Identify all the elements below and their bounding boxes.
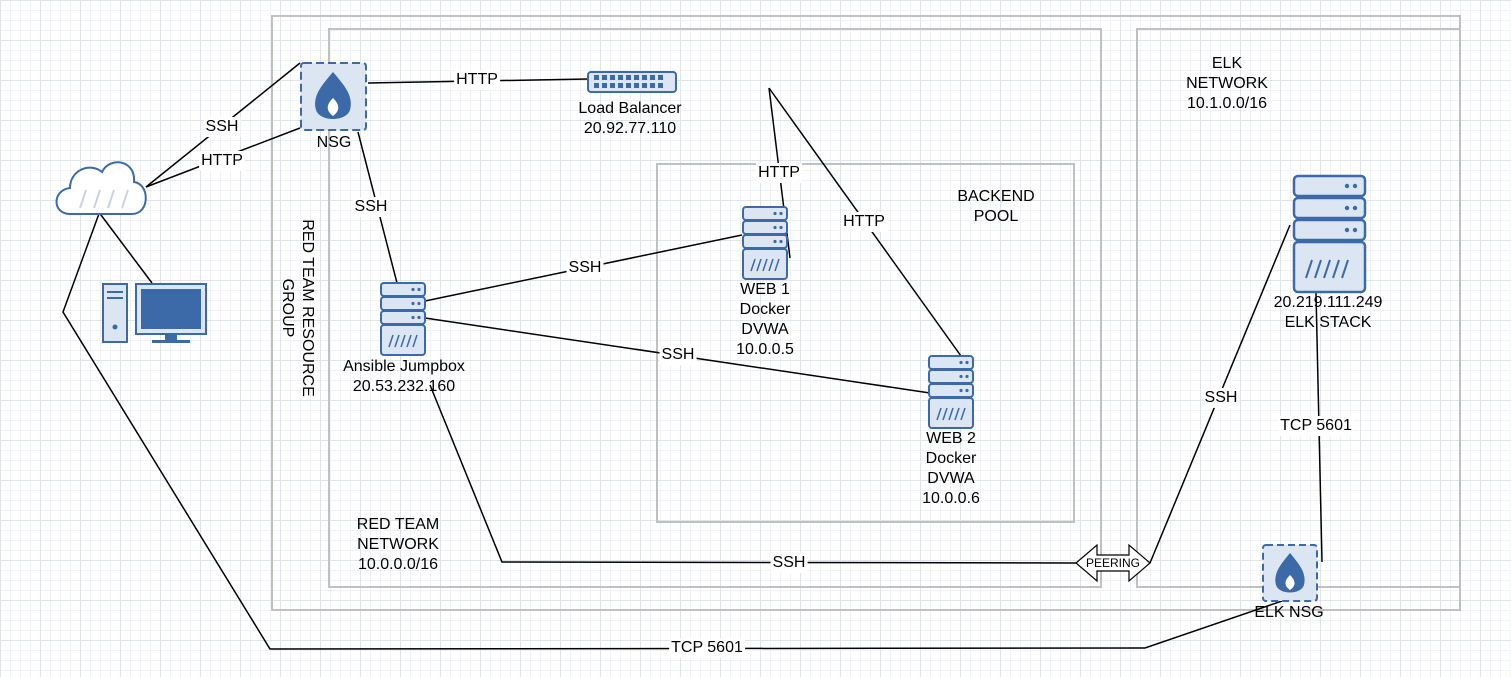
edge-label-elk-tcp: TCP 5601 — [1278, 416, 1354, 436]
web2-server-icon — [928, 355, 974, 429]
web1-label: WEB 1 Docker DVWA 10.0.0.5 — [736, 281, 794, 358]
edge-label-lb-web1-http: HTTP — [756, 163, 802, 183]
elk-nsg-icon — [1262, 544, 1318, 602]
edge-label-user-elk-tcp: TCP 5601 — [669, 638, 745, 658]
red-network-container — [328, 28, 1102, 588]
edge-jump-peering-ssh — [429, 384, 1078, 564]
edge-label-lb-web2-http: HTTP — [841, 212, 887, 232]
edge-label-peering-elk-ssh: SSH — [1202, 388, 1240, 408]
nsg-icon — [300, 62, 367, 131]
edge-label-jump-web2-ssh: SSH — [659, 345, 697, 365]
elk-network-label: ELK NETWORK 10.1.0.0/16 — [1186, 55, 1268, 112]
edge-label-jump-elk-ssh: SSH — [770, 553, 808, 573]
elk-stack-server-icon — [1292, 174, 1367, 294]
backend-pool-label: BACKEND POOL — [957, 188, 1035, 225]
nsg-label: NSG — [316, 134, 352, 151]
backend-pool-container — [656, 163, 1075, 523]
peering-label: PEERING — [1085, 556, 1141, 570]
edge-user-elk-tcp — [62, 210, 1283, 650]
load-balancer-label: Load Balancer 20.92.77.110 — [578, 100, 682, 137]
jumpbox-label: Ansible Jumpbox 20.53.232.160 — [343, 358, 465, 395]
web2-label: WEB 2 Docker DVWA 10.0.0.6 — [922, 430, 980, 507]
red-network-label: RED TEAM NETWORK 10.0.0.0/16 — [356, 516, 440, 573]
edge-label-jump-web1-ssh: SSH — [566, 258, 604, 278]
edge-cloud-computer — [97, 210, 153, 284]
elk-nsg-label: ELK NSG — [1254, 604, 1324, 621]
edge-label-nsg-jump-ssh: SSH — [352, 197, 390, 217]
jumpbox-server-icon — [380, 282, 426, 356]
cloud-icon — [55, 161, 147, 215]
load-balancer-icon — [587, 71, 677, 93]
peering-arrow-icon — [1075, 543, 1151, 583]
computer-icon — [102, 283, 207, 343]
edge-label-nsg-lb-http: HTTP — [454, 70, 500, 90]
resource-group-label: RED TEAM RESOURCE GROUP — [279, 219, 316, 397]
elk-stack-label: 20.219.111.249 ELK STACK — [1273, 294, 1383, 331]
edge-label-cloud-nsg-ssh: SSH — [203, 117, 241, 137]
web1-server-icon — [742, 206, 788, 280]
edge-label-cloud-nsg-http: HTTP — [199, 151, 245, 171]
